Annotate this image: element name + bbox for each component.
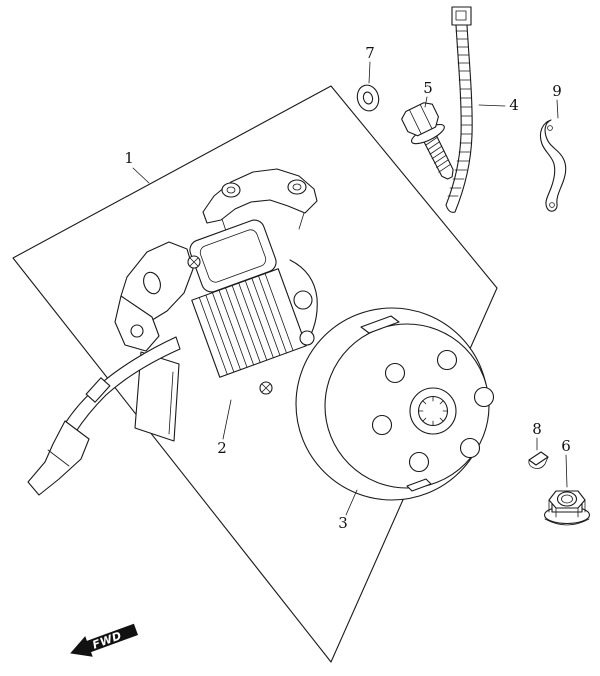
part-band — [445, 6, 473, 213]
part-nut — [543, 490, 591, 526]
callout-2[interactable]: 2 — [217, 439, 227, 457]
callout-9[interactable]: 9 — [552, 82, 562, 100]
callouts: 1 2 3 4 5 6 7 8 9 — [124, 44, 571, 532]
fwd-indicator: FWD — [70, 623, 139, 657]
callout-3[interactable]: 3 — [338, 514, 348, 532]
part-rotor — [295, 307, 495, 501]
winding-stack — [191, 268, 307, 378]
fwd-label: FWD — [91, 629, 124, 652]
boundary-frame — [12, 85, 498, 663]
callout-4[interactable]: 4 — [509, 96, 519, 114]
part-washer — [356, 84, 380, 112]
callout-8[interactable]: 8 — [532, 420, 542, 438]
callout-7[interactable]: 7 — [365, 44, 375, 62]
callout-6[interactable]: 6 — [561, 437, 571, 455]
part-key — [528, 451, 549, 469]
fwd-arrow-icon — [70, 623, 139, 657]
part-clamp — [539, 119, 567, 212]
callout-leader-lines — [132, 61, 568, 516]
part-bolt — [401, 102, 454, 180]
part-stator-assembly — [27, 168, 318, 496]
callout-5[interactable]: 5 — [423, 79, 433, 97]
callout-1[interactable]: 1 — [124, 149, 134, 167]
